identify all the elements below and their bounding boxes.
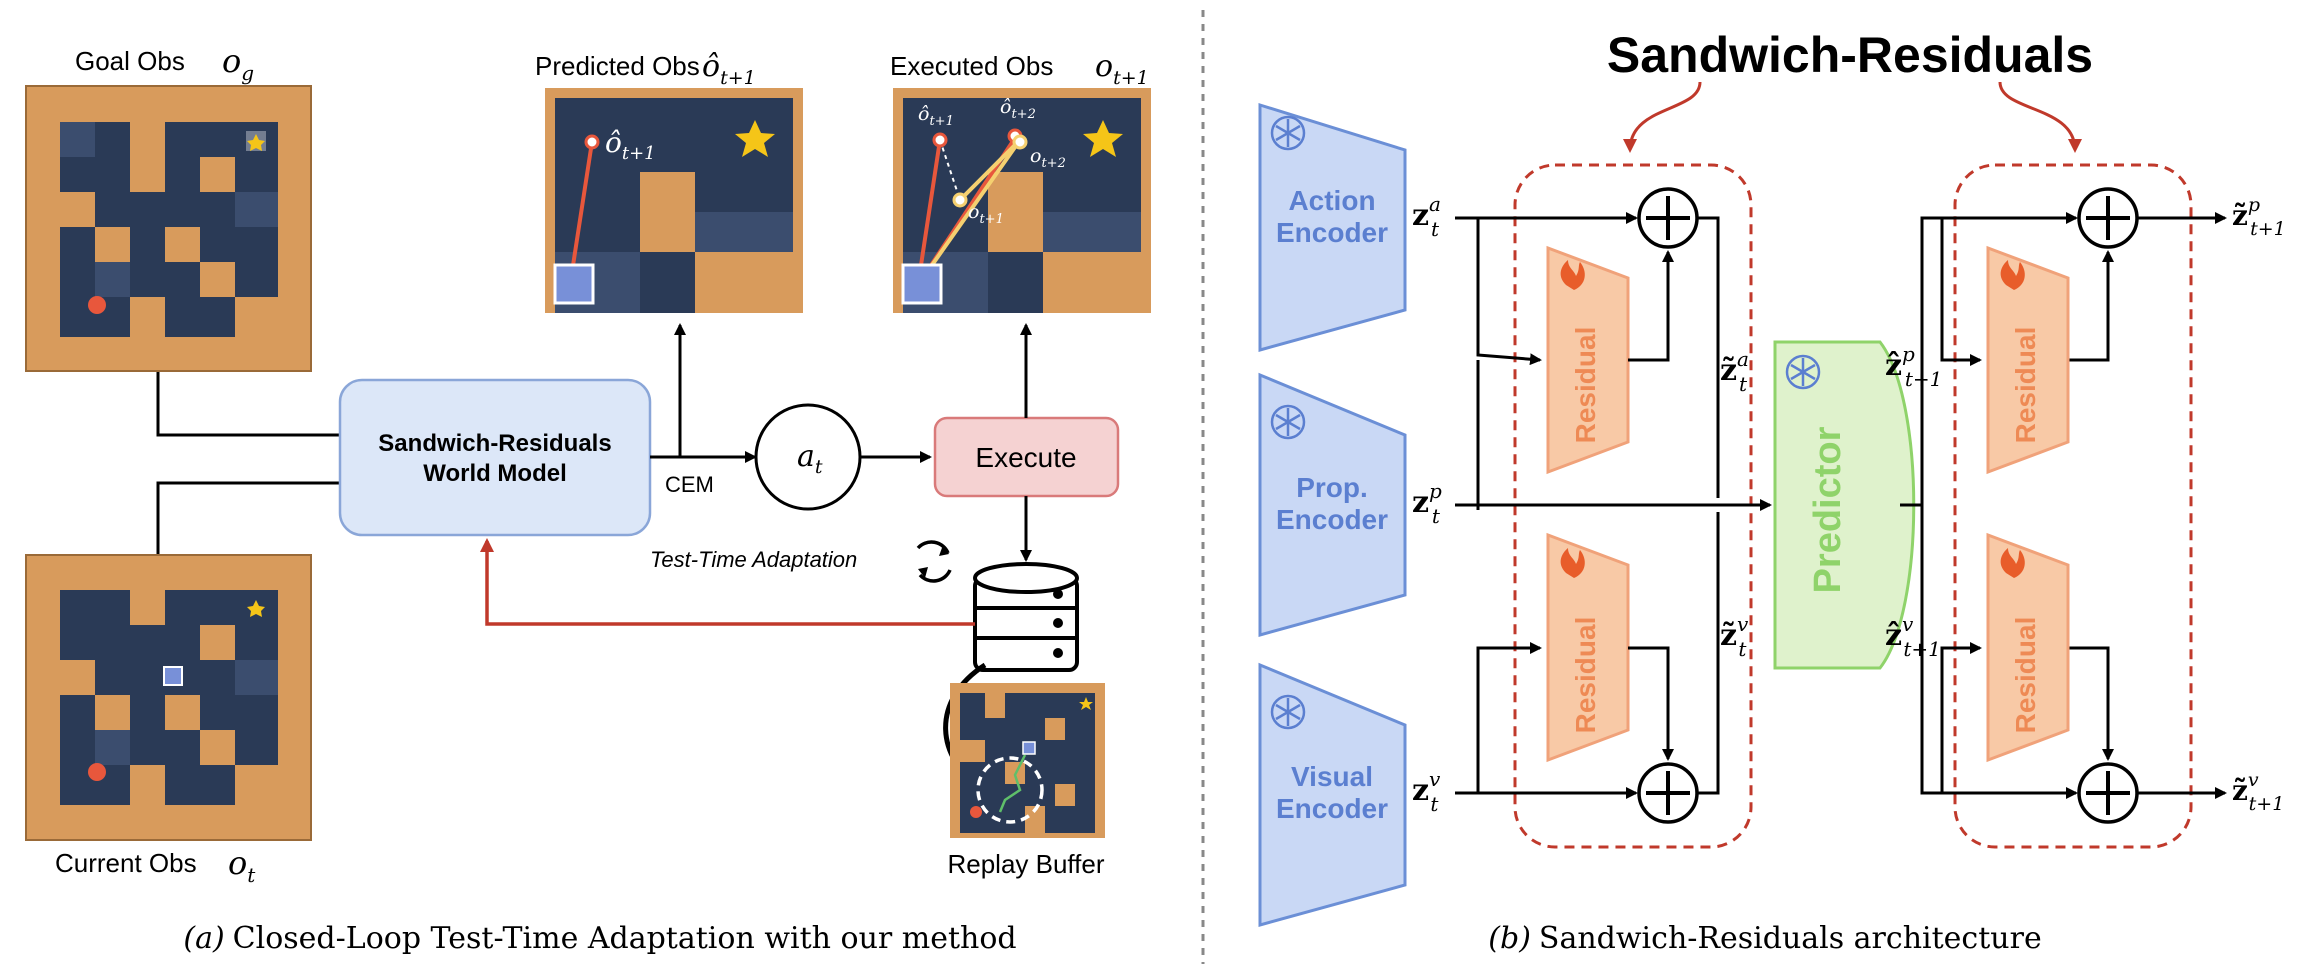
action-encoder: Action Encoder [1258, 102, 1407, 352]
feedback-arrow [480, 538, 975, 626]
refresh-cycle-icon [916, 540, 952, 583]
residual-block-output-top: Residual [1986, 245, 2070, 475]
output-wiring [1900, 212, 2227, 799]
replay-buffer-label: Replay Buffer [947, 849, 1104, 879]
database-icon [973, 562, 1079, 672]
executed-obs-symbol: ot+1 [1095, 49, 1149, 89]
predicted-obs-symbol: ôt+1 [702, 49, 756, 89]
goal-obs-symbol: og [222, 42, 254, 85]
executed-obs-image: ôt+1 ôt+2 ot+2 ot+1 [893, 88, 1151, 313]
right-title: Sandwich-Residuals [1607, 27, 2093, 83]
exec-img-label-2: ôt+2 [1000, 96, 1036, 122]
star-icon [1079, 697, 1093, 710]
snowflake-icon [1785, 354, 1821, 390]
residual-label: Residual [2010, 617, 2041, 734]
goal-obs-label: Goal Obs [75, 46, 185, 76]
predictor-label: Predictor [1807, 426, 1849, 593]
star-icon [247, 600, 265, 617]
plus-node-input-bottom [1637, 762, 1699, 824]
goal-maze-image [25, 85, 312, 372]
action-encoder-line2: Encoder [1276, 217, 1388, 248]
cem-label: CEM [665, 472, 714, 497]
star-icon [1083, 120, 1123, 157]
current-obs-label: Current Obs [55, 848, 197, 878]
snowflake-icon [1270, 404, 1306, 440]
residual-label: Residual [2010, 327, 2041, 444]
tta-label: Test-Time Adaptation [650, 547, 857, 572]
title-arrow-right [1998, 81, 2082, 153]
left-caption: (a)Closed-Loop Test-Time Adaptation with… [183, 921, 1016, 956]
exec-img-label-4: ot+1 [968, 201, 1004, 227]
flame-icon [1560, 260, 1585, 290]
current-maze-image [25, 554, 312, 841]
action-encoder-line1: Action [1288, 185, 1375, 216]
title-arrow-left [1623, 81, 1702, 153]
prop-encoder-line1: Prop. [1296, 472, 1368, 503]
predictor-block: Predictor [1773, 340, 1916, 670]
execute-label: Execute [975, 442, 1076, 473]
star-icon [735, 120, 775, 157]
residual-block-output-bottom: Residual [1986, 532, 2070, 763]
residual-label: Residual [1570, 617, 1601, 734]
execute-box: Execute [933, 416, 1120, 498]
input-wiring [1455, 212, 1772, 799]
executed-obs-label: Executed Obs [890, 51, 1053, 81]
predicted-obs-image: ôt+1 [545, 88, 803, 313]
flame-icon [1560, 548, 1585, 578]
exec-img-label-3: ot+2 [1030, 145, 1066, 171]
residual-label: Residual [1570, 327, 1601, 444]
plus-node-output-bottom [2077, 762, 2139, 824]
flame-icon [2000, 260, 2025, 290]
plus-node-output-top [2077, 187, 2139, 249]
prop-encoder-line2: Encoder [1276, 504, 1388, 535]
action-symbol: at [797, 439, 823, 478]
exec-img-label-1: ôt+1 [918, 103, 954, 129]
right-caption: (b)Sandwich-Residuals architecture [1488, 921, 2041, 956]
visual-encoder: Visual Encoder [1258, 662, 1407, 927]
snowflake-icon [1270, 115, 1306, 151]
star-icon [247, 134, 265, 151]
flame-icon [2000, 548, 2025, 578]
visual-encoder-line1: Visual [1291, 761, 1373, 792]
world-model-box: Sandwich-Residuals World Model [338, 378, 652, 537]
predicted-obs-label: Predicted Obs [535, 51, 700, 81]
current-connector [156, 481, 340, 554]
current-obs-symbol: ot [228, 844, 256, 887]
world-model-line1: Sandwich-Residuals [378, 430, 611, 457]
pred-img-label: ôt+1 [605, 126, 656, 164]
snowflake-icon [1270, 694, 1306, 730]
prop-encoder: Prop. Encoder [1258, 372, 1407, 637]
replay-buffer-image [950, 683, 1105, 838]
residual-group-output [1953, 163, 2193, 849]
visual-encoder-line2: Encoder [1276, 793, 1388, 824]
goal-connector [156, 372, 340, 437]
residual-block-input-bottom: Residual [1546, 532, 1630, 763]
plus-node-input-top [1637, 187, 1699, 249]
residual-block-input-top: Residual [1546, 245, 1630, 475]
world-model-line2: World Model [423, 460, 567, 487]
